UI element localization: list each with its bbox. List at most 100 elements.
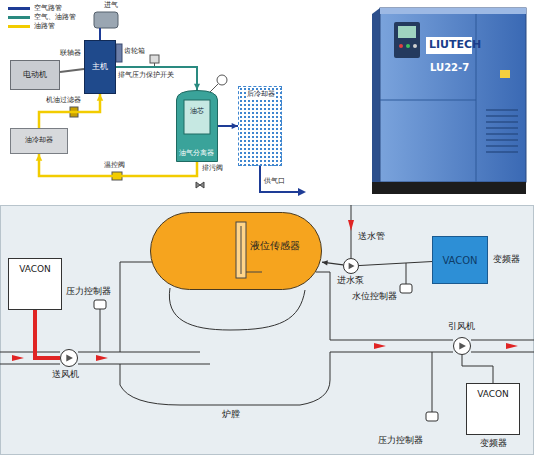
drain-valve (196, 182, 204, 188)
circle-outline (61, 350, 78, 367)
inverter-box: VACON (8, 258, 62, 310)
node-text: VACON (19, 265, 51, 275)
furnace-wall (120, 262, 121, 352)
vent-slot (486, 115, 518, 117)
node-text: 送风机 (52, 370, 79, 380)
sensor-stem (406, 263, 407, 284)
arrow-head (97, 94, 104, 101)
vent-grille (486, 110, 518, 152)
pressure-sensor-symbol (94, 300, 106, 309)
vent-slot (486, 151, 518, 153)
water-tank-outline (150, 212, 322, 290)
flow-arrows (12, 220, 518, 361)
node-text: VACON (477, 390, 509, 400)
intake-filter (94, 12, 118, 28)
cabinet-base (372, 182, 526, 194)
level-controller-symbol (400, 284, 412, 293)
part-label: 机油过滤器 (46, 97, 81, 105)
connector-line (116, 67, 197, 90)
node-text: 进水泵 (337, 276, 364, 286)
cabinet-trim (380, 8, 526, 14)
intake-pipe (99, 28, 101, 40)
flow-arrow (374, 343, 386, 349)
node-text: 油气分离器 (179, 150, 214, 158)
sensor-stem (100, 309, 101, 352)
part-label: 齿轮箱 (124, 48, 145, 56)
furnace-wall (316, 272, 330, 340)
oil-cooler: 油冷却器 (10, 128, 68, 154)
panel-background (1, 206, 534, 455)
pipe-connector (462, 355, 493, 383)
pressure-switch (150, 55, 159, 63)
flow-arrow (348, 220, 354, 231)
circle-outline (454, 338, 471, 355)
pipework (0, 205, 534, 412)
pipe-connector (322, 260, 343, 265)
pipe-connector (116, 67, 200, 90)
node-text: 引风机 (448, 322, 475, 332)
connector-line (39, 94, 100, 128)
aftercooler: 后冷却器 (238, 86, 282, 166)
part-label: 联轴器 (60, 50, 81, 58)
part-label: 送水管 (358, 232, 385, 242)
arrow-head (322, 260, 328, 265)
part-label: 压力控制器 (378, 436, 423, 446)
separator-core (184, 100, 210, 134)
tank-outline (177, 91, 218, 162)
part-label: 进气 (104, 2, 118, 10)
flue-pipe (330, 340, 453, 341)
panel-button (413, 44, 417, 48)
part-label: 炉膛 (222, 410, 240, 420)
inverter-box: VACON变频器 (466, 383, 520, 435)
legend-item: 油路管 (8, 22, 55, 31)
air-pipe (0, 364, 60, 365)
control-panel (394, 22, 420, 58)
node-text: VACON (442, 255, 477, 266)
legend-item: 空气路管 (8, 4, 62, 13)
panel-button (399, 44, 403, 48)
node-text: 电动机 (23, 71, 47, 80)
connector-line (359, 262, 432, 266)
level-sensor-tube (236, 222, 246, 278)
flow-arrow (506, 343, 518, 349)
air-pipe (78, 352, 200, 353)
pipe-connector (36, 154, 197, 176)
legend-text: 空气路管 (34, 5, 62, 13)
part-label: 压力控制器 (66, 287, 111, 297)
separator-tank: 油芯油气分离器 (176, 90, 218, 162)
legend-swatch (8, 16, 30, 19)
node-text: 变频器 (480, 439, 507, 449)
air-outlet-pipe (260, 166, 298, 192)
inverter-box: VACON变频器 (432, 236, 488, 284)
pipe-connector (39, 94, 103, 128)
part-label: 水位控制器 (352, 292, 397, 302)
air-pipe (78, 364, 210, 365)
flue-pipe (471, 352, 534, 353)
pipe-connector (35, 310, 60, 358)
compressor-unit: 主机 (84, 40, 116, 94)
heat-tube (169, 288, 305, 330)
legend-swatch (8, 25, 30, 28)
circle-outline (344, 259, 359, 274)
door-seam (380, 100, 476, 101)
outlet-arrow (298, 188, 306, 196)
node-text: 油芯 (190, 108, 204, 116)
furnace-wall (120, 262, 152, 263)
water-supply-pipe (351, 205, 352, 258)
connector-line (35, 310, 60, 358)
capsule-outline (151, 213, 322, 290)
node-text: 液位传感器 (250, 240, 300, 251)
sensor-lead (246, 272, 262, 273)
water-tank: 液位传感器 (150, 212, 322, 290)
pressure-sensor-symbol (426, 412, 438, 421)
legend-item: 空气、油路管 (8, 13, 76, 22)
gearbox-symbol (116, 44, 122, 62)
compressor-cabinet (380, 8, 526, 182)
node-text: 变频器 (493, 255, 520, 265)
connector-line (462, 355, 493, 383)
pipe-connector (218, 123, 238, 129)
rotor-mark (66, 354, 73, 361)
rotor-mark (459, 342, 466, 349)
panel-button (406, 44, 410, 48)
